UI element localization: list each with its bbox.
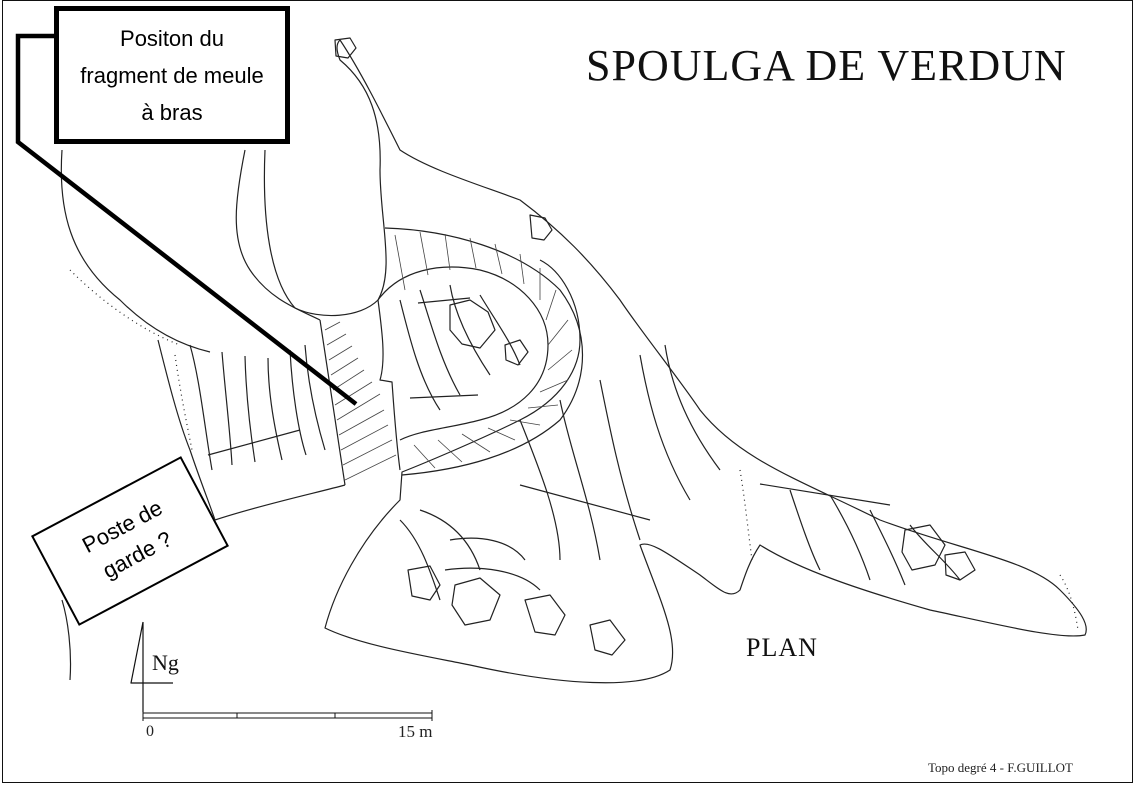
main-cave-outline bbox=[324, 39, 1087, 684]
block-cluster bbox=[504, 339, 529, 366]
upper-left-lobe-inner bbox=[235, 149, 321, 321]
contour-line bbox=[449, 284, 491, 376]
block-cluster bbox=[944, 551, 976, 581]
contour-line bbox=[221, 351, 233, 466]
fragment-callout-leader bbox=[15, 33, 358, 406]
contour-line bbox=[244, 355, 256, 463]
block-cluster bbox=[334, 37, 357, 59]
block-cluster bbox=[529, 214, 553, 241]
axis-line bbox=[417, 297, 471, 304]
scale-end-label: 15 m bbox=[398, 722, 433, 741]
hatched-arch-inner bbox=[377, 266, 549, 441]
block-cluster bbox=[451, 577, 501, 626]
right-end-hachure bbox=[1059, 574, 1079, 631]
scale-start-label: 0 bbox=[146, 723, 154, 740]
upper-left-lobe-outline bbox=[60, 149, 211, 353]
fragment-callout-text: Positon du fragment de meule à bras bbox=[80, 25, 264, 125]
right-arm-hachure bbox=[739, 469, 753, 561]
block-cluster bbox=[589, 619, 626, 656]
contour-line bbox=[444, 567, 541, 591]
plan-label: PLAN bbox=[746, 633, 818, 662]
axis-line bbox=[409, 394, 479, 399]
lower-left-edge bbox=[61, 599, 72, 681]
survey-credit: Topo degré 4 - F.GUILLOT bbox=[928, 760, 1073, 775]
axis-line bbox=[207, 429, 301, 456]
north-arrow bbox=[130, 621, 173, 712]
central-pillar-outline bbox=[263, 39, 387, 317]
contour-line bbox=[304, 344, 326, 451]
block-cluster bbox=[407, 565, 441, 601]
contour-line bbox=[267, 357, 283, 461]
contour-line bbox=[419, 289, 461, 396]
block-cluster bbox=[449, 299, 496, 349]
north-label: Ng bbox=[152, 650, 179, 675]
contour-line bbox=[909, 524, 961, 581]
hatched-arch-outer bbox=[384, 227, 583, 476]
fragment-callout-box: Positon du fragment de meule à bras bbox=[54, 6, 290, 144]
contour-line bbox=[639, 354, 691, 501]
hatched-strip-right bbox=[377, 299, 401, 471]
hatched-strip-left bbox=[319, 319, 346, 486]
axis-line bbox=[759, 483, 891, 506]
contour-line bbox=[449, 537, 526, 561]
contour-line bbox=[664, 344, 721, 471]
contour-line bbox=[289, 349, 307, 456]
contour-line bbox=[789, 489, 821, 571]
contour-line bbox=[419, 509, 481, 571]
contour-line bbox=[599, 379, 641, 541]
contour-line bbox=[399, 519, 441, 601]
block-cluster bbox=[524, 594, 566, 636]
contour-line bbox=[519, 419, 561, 561]
axis-line bbox=[519, 484, 651, 521]
lower-left-outline bbox=[157, 339, 346, 521]
contour-line bbox=[869, 509, 906, 586]
map-title: SPOULGA DE VERDUN bbox=[586, 41, 1067, 90]
contour-line bbox=[829, 494, 871, 581]
contour-line bbox=[399, 299, 441, 411]
scale-bar bbox=[142, 710, 433, 721]
contour-line bbox=[189, 344, 213, 471]
contour-line bbox=[479, 294, 521, 366]
block-cluster bbox=[901, 524, 946, 571]
left-edge-hachure bbox=[174, 354, 193, 451]
contour-line bbox=[559, 399, 601, 561]
